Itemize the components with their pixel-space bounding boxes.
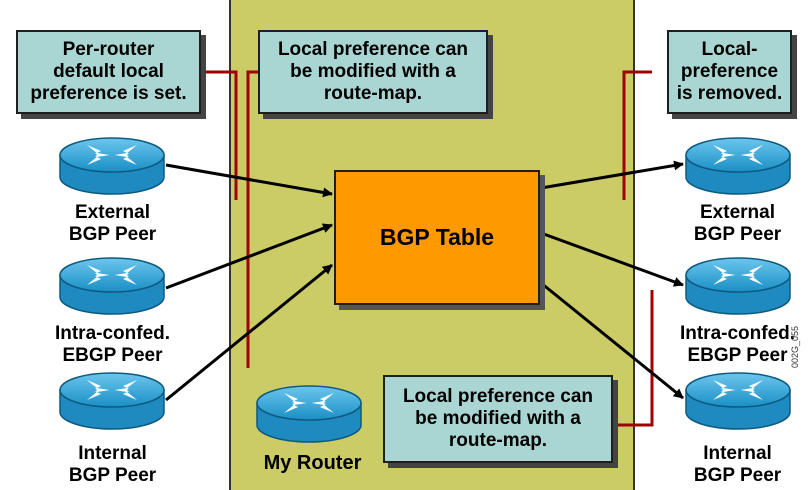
boundary-line-left-a bbox=[200, 70, 238, 200]
note-per-router: Per-router default local preference is s… bbox=[16, 30, 201, 114]
my-router-label: My Router bbox=[263, 452, 362, 474]
note-local-pref-modified-top: Local preference can be modified with a … bbox=[258, 30, 488, 114]
boundary-line-right-bottom bbox=[616, 290, 654, 427]
right-peer-label-external: External BGP Peer bbox=[693, 202, 782, 245]
arrow-internal-out bbox=[540, 281, 684, 400]
router-icon bbox=[59, 137, 165, 195]
left-peer-label-internal: Internal BGP Peer bbox=[68, 443, 157, 486]
router-icon bbox=[685, 372, 791, 430]
boundary-line-right-top bbox=[622, 70, 652, 200]
router-icon bbox=[685, 137, 791, 195]
router-icon bbox=[685, 257, 791, 315]
router-icon bbox=[59, 372, 165, 430]
router-icon bbox=[59, 257, 165, 315]
router-icon bbox=[256, 385, 362, 443]
left-peer-label-intraconfed: Intra-confed. EBGP Peer bbox=[54, 323, 171, 366]
bgp-table-label: BGP Table bbox=[379, 224, 495, 250]
note-local-pref-modified-bottom: Local preference can be modified with a … bbox=[383, 375, 613, 463]
arrow-intraconfed-out bbox=[540, 231, 684, 287]
note-local-pref-removed: Local- preference is removed. bbox=[667, 30, 792, 114]
figure-code: 002G_055 bbox=[790, 325, 800, 368]
right-peer-label-internal: Internal BGP Peer bbox=[693, 443, 782, 486]
arrow-intraconfed-in bbox=[165, 223, 333, 290]
right-peer-label-intraconfed: Intra-confed. EBGP Peer bbox=[679, 323, 796, 366]
boundary-line-left-b bbox=[246, 70, 260, 368]
arrow-internal-in bbox=[165, 263, 333, 402]
left-peer-label-external: External BGP Peer bbox=[68, 202, 157, 245]
bgp-table: BGP Table bbox=[334, 170, 540, 305]
arrow-external-in bbox=[165, 163, 333, 198]
arrow-external-out bbox=[540, 160, 684, 190]
